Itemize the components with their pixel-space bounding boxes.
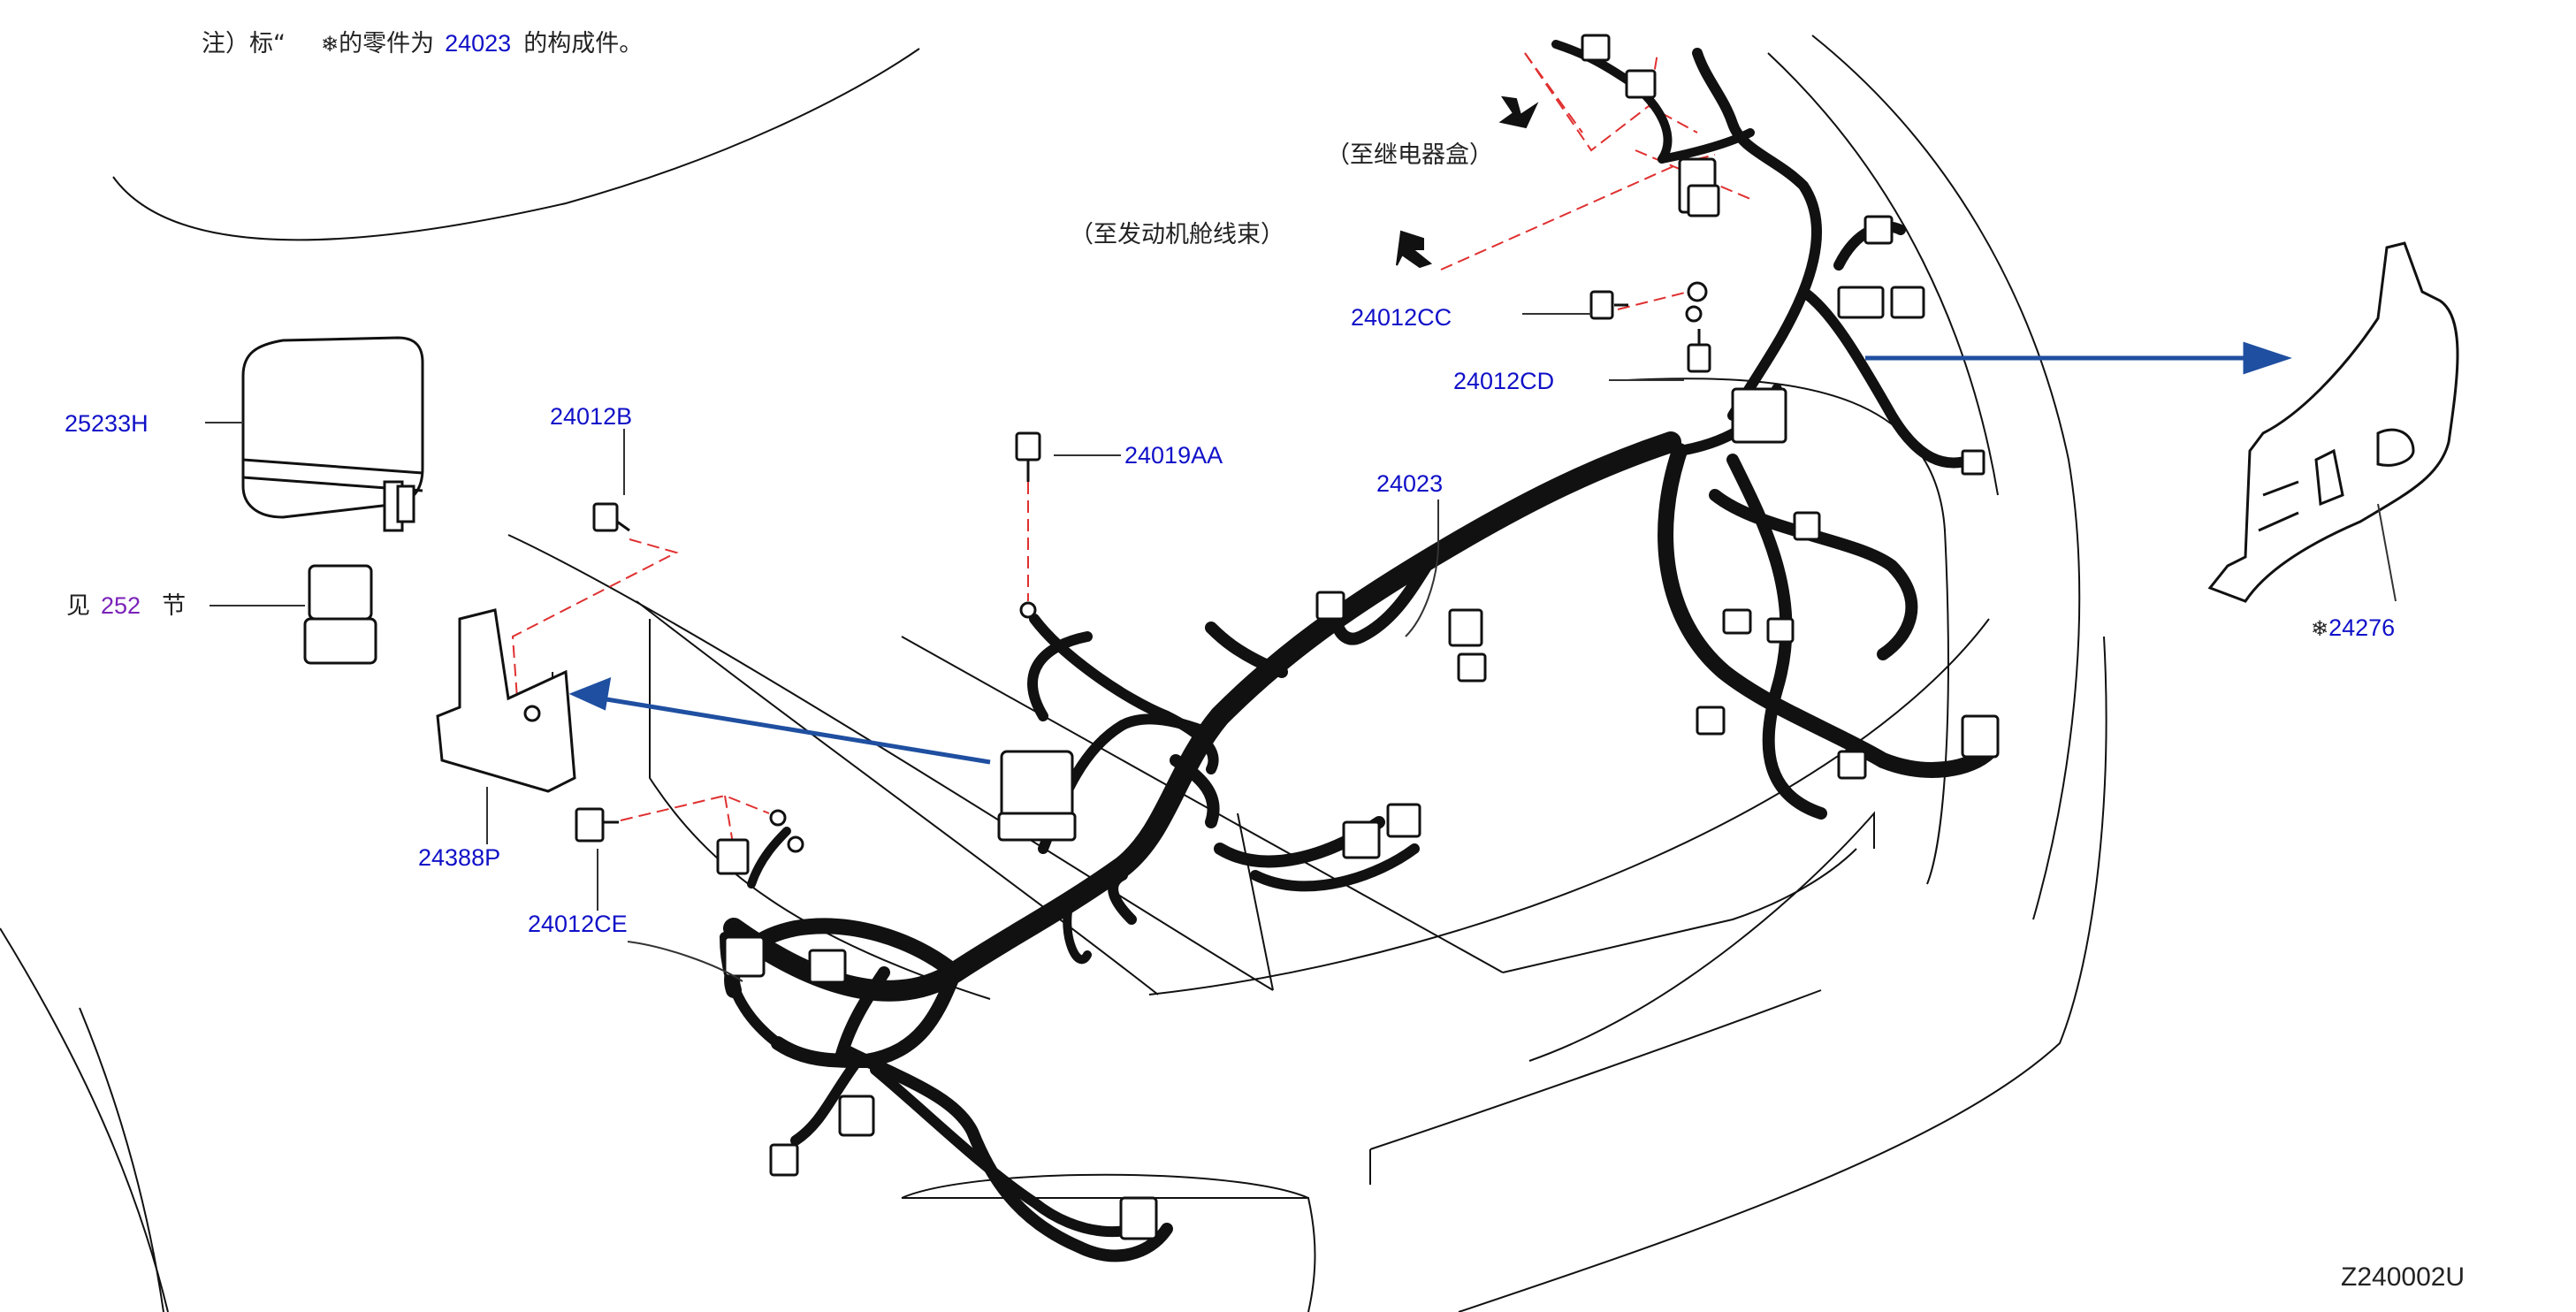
part-label-24012b[interactable]: 24012B (550, 403, 633, 430)
relay-small (303, 564, 377, 665)
snowflake-icon: ❄ (2311, 616, 2329, 641)
blue-arrows (568, 341, 2292, 765)
label-to-relay-box: （至继电器盒） (1326, 141, 1493, 169)
relay-25233h (241, 336, 424, 532)
part-label-24012cd[interactable]: 24012CD (1453, 368, 1555, 394)
note-prefix: 注）标“ (202, 30, 286, 57)
part-label-24019aa[interactable]: 24019AA (1124, 442, 1223, 469)
wiring-harness (720, 40, 1997, 1262)
part-label-24276: ❄24276 (2311, 616, 2395, 640)
part-label-24012cc[interactable]: 24012CC (1351, 304, 1452, 331)
part-label-24012ce[interactable]: 24012CE (528, 911, 628, 937)
vehicle-body-outline (0, 34, 2107, 1312)
note-middle: 的零件为 (339, 30, 435, 57)
see-suffix: 节 (162, 592, 187, 620)
direction-arrows (1396, 95, 1539, 269)
part-label-24388p[interactable]: 24388P (418, 844, 501, 871)
see-section-label: 见 252 节 (66, 592, 187, 620)
note-suffix: 的构成件。 (523, 30, 644, 57)
bracket-24388p (436, 608, 576, 793)
note-line: 注）标“ ❄的零件为 24023 的构成件。 (202, 30, 644, 57)
leader-lines (205, 313, 2397, 982)
part-number-24276[interactable]: 24276 (2328, 614, 2396, 641)
connectors (575, 34, 2000, 1240)
bracket-24276 (2207, 241, 2459, 603)
see-section-link[interactable]: 252 (101, 592, 141, 619)
label-to-engine-room-harness: （至发动机舱线束） (1070, 221, 1284, 248)
part-label-24023[interactable]: 24023 (1376, 470, 1444, 497)
diagram-id: Z240002U (2341, 1262, 2465, 1292)
part-label-25233h[interactable]: 25233H (65, 410, 149, 437)
note-part-24023[interactable]: 24023 (445, 30, 512, 57)
harness-relay (997, 750, 1077, 842)
see-prefix: 见 (66, 592, 90, 620)
snowflake-icon: ❄ (321, 32, 339, 57)
